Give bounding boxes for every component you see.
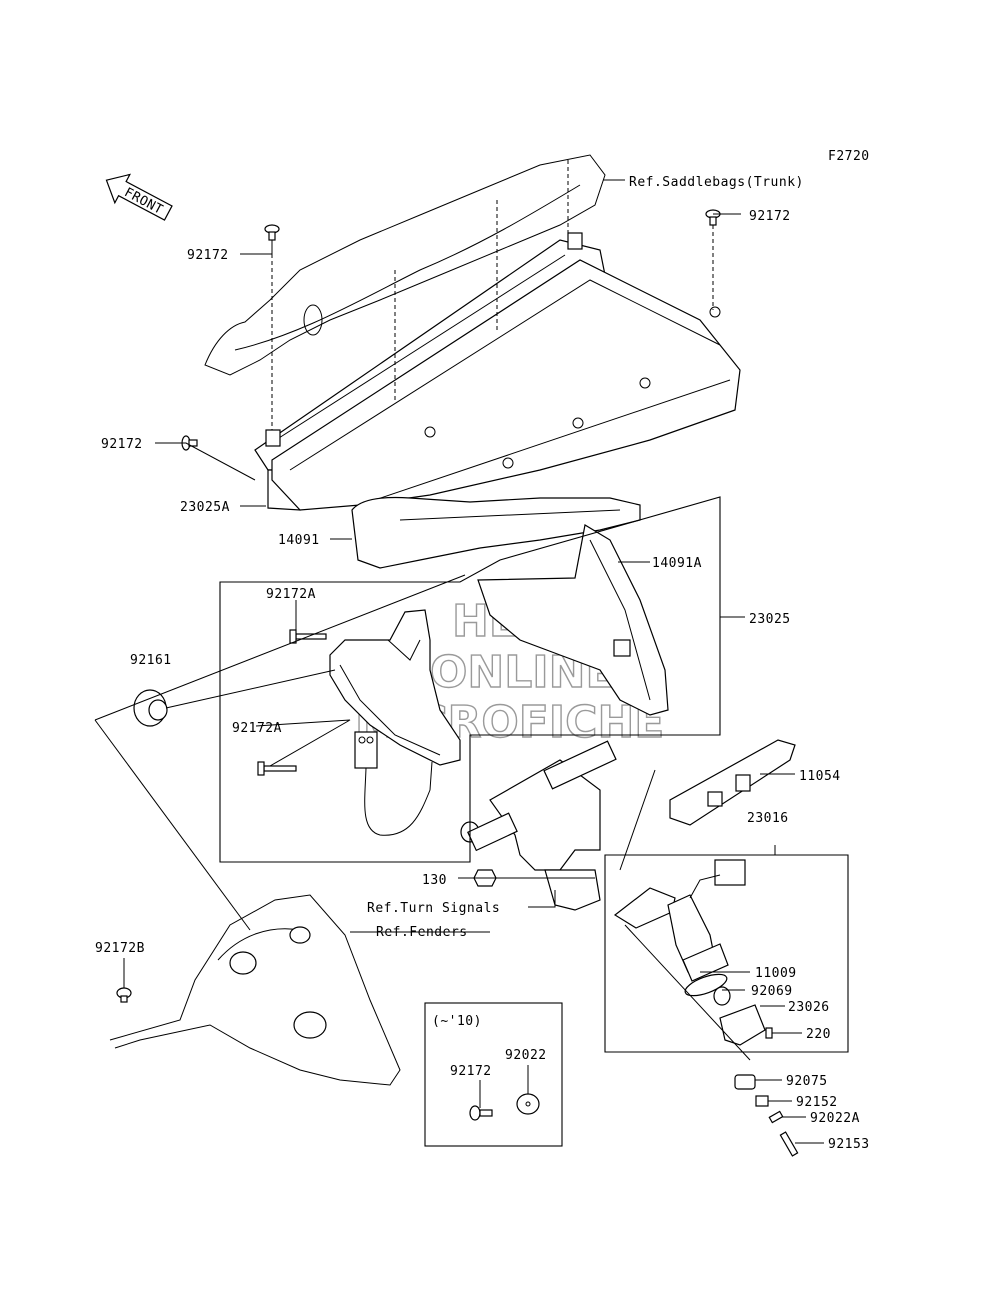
label-220[interactable]: 220 [806,1027,831,1042]
label-inset-92172[interactable]: 92172 [450,1064,492,1079]
saddlebag-trunk-outline [204,154,606,376]
fender-outline [109,894,401,1086]
label-11054[interactable]: 11054 [799,769,841,784]
label-23025A[interactable]: 23025A [180,500,230,515]
grommet-92075 [734,1074,756,1090]
label-92172B[interactable]: 92172B [95,941,145,956]
group-box-23016 [604,854,849,1053]
socket-connector [354,731,433,836]
license-lamp-23016 [613,859,746,982]
front-arrow-label: FRONT [122,185,166,218]
bolt-92172A-top [289,629,327,644]
gasket-11009 [684,973,728,997]
lens-23026 [719,1004,766,1046]
figure-code: F2720 [828,149,870,164]
leader-lines [94,160,824,1144]
lower-lens-14091 [351,496,641,569]
label-92172A-top[interactable]: 92172A [266,587,316,602]
label-11009[interactable]: 11009 [755,966,797,981]
label-inset-92022[interactable]: 92022 [505,1048,547,1063]
label-23016[interactable]: 23016 [747,811,789,826]
license-lamp-bracket [460,740,617,911]
label-92161[interactable]: 92161 [130,653,172,668]
screw-92172B [116,987,132,1003]
grommet-92161 [133,689,168,727]
label-92075[interactable]: 92075 [786,1074,828,1089]
inset-screw-92172 [469,1105,493,1121]
inset-washer-92022 [516,1093,540,1115]
label-92172A-bottom[interactable]: 92172A [232,721,282,736]
label-ref-turn-signals[interactable]: Ref.Turn Signals [367,901,500,916]
label-14091A[interactable]: 14091A [652,556,702,571]
screw-220 [765,1027,773,1039]
screw-92172-top-right [705,209,721,226]
label-ref-fenders[interactable]: Ref.Fenders [376,925,468,940]
label-23026[interactable]: 23026 [788,1000,830,1015]
front-arrow-icon: FRONT [105,173,173,221]
screw-92172-top-left [264,224,280,241]
label-23025[interactable]: 23025 [749,612,791,627]
label-92069[interactable]: 92069 [751,984,793,999]
label-130[interactable]: 130 [422,873,447,888]
inset-box-up-to-10 [424,1002,563,1147]
washer-92022A [768,1110,784,1124]
label-92172-top-right[interactable]: 92172 [749,209,791,224]
inset-title: (~'10) [432,1014,482,1029]
label-92152[interactable]: 92152 [796,1095,838,1110]
group-box-23025 [219,496,721,863]
bolt-92172A-bottom [257,761,297,776]
part-labels: Ref.Saddlebags(Trunk) 92172 92172 92172 … [95,175,870,1152]
license-plate-bracket-11054 [669,739,796,826]
label-92172-left[interactable]: 92172 [101,437,143,452]
tail-light-housing-23025 [329,609,461,766]
bulb-92069 [713,986,731,1006]
label-92022A[interactable]: 92022A [810,1111,860,1126]
lens-14091A [477,524,669,716]
label-14091[interactable]: 14091 [278,533,320,548]
label-ref-saddlebags[interactable]: Ref.Saddlebags(Trunk) [629,175,804,190]
bolt-92153 [779,1131,799,1157]
collar-92152 [755,1095,769,1107]
label-92172-top-left[interactable]: 92172 [187,248,229,263]
label-92153[interactable]: 92153 [828,1137,870,1152]
lens-14091 [271,259,741,511]
